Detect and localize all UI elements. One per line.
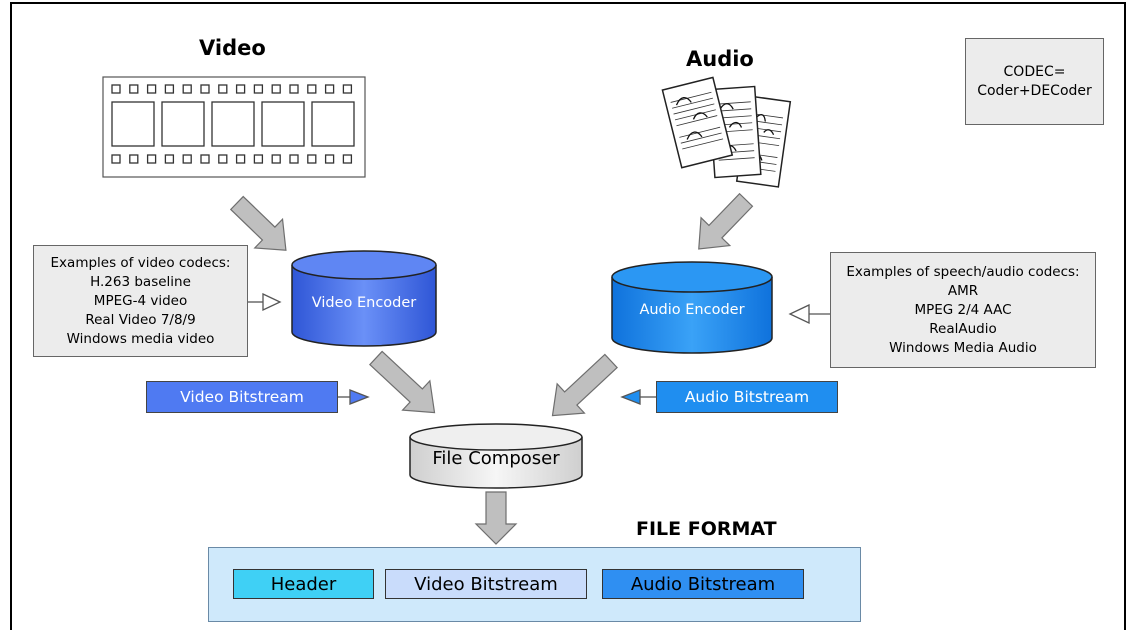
video-encoder-cylinder: [291, 250, 437, 347]
video-codecs-heading: Examples of video codecs:: [50, 254, 231, 271]
audio-bitstream-box: Audio Bitstream: [656, 381, 838, 413]
file-format-video-field: Video Bitstream: [385, 569, 587, 599]
codec-definition-box: CODEC= Coder+DECoder: [965, 38, 1104, 125]
video-codec-item: MPEG-4 video: [93, 292, 188, 309]
video-bitstream-box: Video Bitstream: [146, 381, 338, 413]
audio-codec-item: AMR: [947, 282, 979, 299]
video-title: Video: [199, 36, 266, 60]
video-codec-item: H.263 baseline: [90, 273, 191, 290]
arrow-audio-encoder-to-composer: [551, 353, 618, 417]
audio-codec-item: Windows Media Audio: [889, 339, 1037, 356]
file-composer-cylinder: [409, 423, 583, 489]
video-codecs-box: Examples of video codecs: H.263 baseline…: [33, 245, 248, 357]
flow-arrows: [229, 192, 754, 545]
file-composer-label: File Composer: [432, 448, 560, 469]
arrow-composer-to-file-format: [474, 491, 518, 545]
video-codec-item: Windows media video: [66, 330, 215, 347]
arrow-video-encoder-to-composer: [369, 350, 436, 414]
file-format-panel: Header Video Bitstream Audio Bitstream: [208, 547, 861, 622]
audio-encoder-cylinder: [611, 261, 773, 354]
connector-arrows: [248, 292, 830, 405]
codec-definition-line1: CODEC=: [1003, 63, 1066, 80]
audio-encoder-label: Audio Encoder: [639, 302, 745, 318]
file-format-audio-field: Audio Bitstream: [602, 569, 804, 599]
video-codec-item: Real Video 7/8/9: [85, 311, 196, 328]
audio-codec-item: MPEG 2/4 AAC: [914, 301, 1012, 318]
audio-codecs-box: Examples of speech/audio codecs: AMR MPE…: [830, 252, 1096, 368]
film-strip-icon: [102, 76, 366, 178]
file-format-title: FILE FORMAT: [636, 518, 777, 540]
file-format-header-field: Header: [233, 569, 374, 599]
diagram-frame: [10, 2, 1126, 630]
audio-codecs-heading: Examples of speech/audio codecs:: [846, 263, 1080, 280]
codec-definition-line2: Coder+DECoder: [977, 82, 1092, 99]
sheet-music-icon: [661, 76, 792, 188]
audio-codec-item: RealAudio: [929, 320, 997, 337]
arrow-film-to-video-encoder: [229, 195, 287, 251]
video-encoder-label: Video Encoder: [311, 295, 417, 311]
arrow-music-to-audio-encoder: [698, 192, 754, 250]
audio-title: Audio: [686, 47, 754, 71]
